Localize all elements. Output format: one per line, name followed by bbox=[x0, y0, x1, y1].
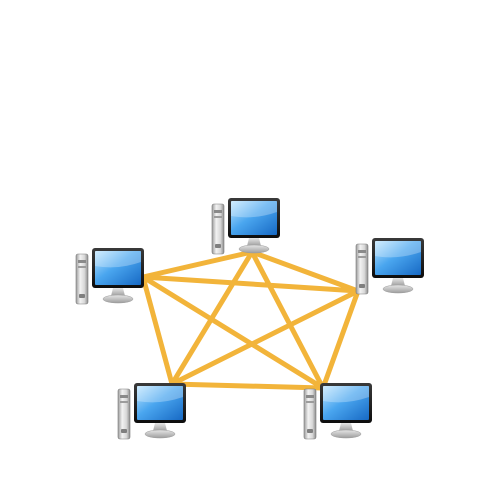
desktop-computer-icon bbox=[117, 383, 186, 440]
nodes-layer bbox=[75, 198, 424, 440]
desktop-computer-icon bbox=[355, 238, 424, 295]
network-link-pc-top-to-pc-bottom-right bbox=[249, 249, 326, 391]
network-link-pc-right-to-pc-bottom-left bbox=[169, 288, 361, 387]
desktop-computer-icon bbox=[303, 383, 372, 440]
network-link-pc-top-to-pc-right bbox=[249, 249, 361, 294]
network-link-pc-top-to-pc-left bbox=[140, 249, 255, 280]
network-link-pc-right-to-pc-bottom-right bbox=[320, 288, 361, 391]
network-link-pc-left-to-pc-right bbox=[140, 274, 361, 294]
network-link-pc-left-to-pc-bottom-left bbox=[140, 274, 175, 387]
desktop-computer-icon bbox=[211, 198, 280, 255]
desktop-computer-icon bbox=[75, 248, 144, 305]
network-link-pc-bottom-left-to-pc-bottom-right bbox=[169, 381, 326, 391]
network-link-pc-left-to-pc-bottom-right bbox=[140, 274, 326, 391]
links-layer bbox=[140, 249, 361, 391]
